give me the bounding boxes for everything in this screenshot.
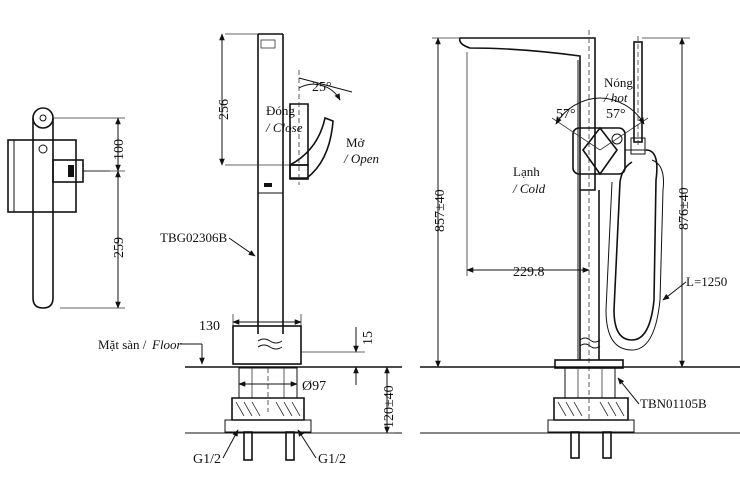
thread-left-label: G1/2 — [193, 452, 221, 467]
dim-label-130: 130 — [199, 319, 220, 334]
base-cover — [232, 325, 302, 365]
cold-label-vi: Lạnh — [513, 164, 540, 179]
spout — [458, 37, 596, 191]
dim-label-857: 857±40 — [433, 189, 448, 232]
cold-label-en: / Cold — [512, 181, 546, 196]
handle-knob — [32, 107, 54, 129]
dim-label-reach: 229.8 — [513, 265, 545, 280]
side-pipe-left — [570, 431, 580, 459]
open-label-en: / Open — [343, 151, 379, 166]
left-side-view: 100 259 — [7, 107, 127, 309]
lever-open — [289, 116, 334, 179]
faucet-column — [257, 33, 284, 334]
open-label-vi: Mở — [346, 135, 366, 150]
dim-label-depth: 120±40 — [382, 385, 397, 428]
dim-label-259: 259 — [112, 237, 127, 258]
side-mounting-flange — [553, 397, 629, 421]
thread-right-label: G1/2 — [318, 452, 346, 467]
close-label-en: / Close — [265, 120, 303, 135]
floor-label-vi: Mặt sàn / — [98, 337, 147, 352]
pipe-right — [285, 431, 295, 461]
dim-label-15: 15 — [361, 331, 376, 345]
floor-label-en: Floor — [151, 337, 183, 352]
diamond-handle — [582, 126, 618, 176]
pipe-left — [243, 431, 253, 461]
angle-25-label: 25° — [312, 80, 332, 95]
hot-label-en: / hot — [603, 90, 628, 105]
dim-label-diameter: Ø97 — [302, 379, 326, 394]
base-code-label: TBN01105B — [640, 396, 707, 411]
shower-hose — [613, 149, 658, 341]
side-view: 57° 57° Nóng / hot Lạnh / Cold L=1250 22… — [420, 30, 740, 459]
handle-stem — [32, 118, 54, 309]
front-view: 25° 256 Đóng / Close Mở / Open TBG02306B… — [98, 33, 402, 467]
model-code-label: TBG02306B — [160, 230, 228, 245]
hose-length-label: L=1250 — [686, 274, 727, 289]
side-pipe-right — [602, 431, 612, 459]
side-column — [579, 190, 600, 360]
hot-label-vi: Nóng — [604, 75, 633, 90]
close-label-vi: Đóng — [266, 103, 295, 118]
angle-left-label: 57° — [556, 107, 576, 122]
dim-label-876: 876±40 — [677, 187, 692, 230]
dim-label-256: 256 — [217, 99, 232, 120]
angle-right-label: 57° — [606, 107, 626, 122]
side-embedded-body — [564, 367, 616, 399]
wall-plate — [7, 139, 77, 213]
dim-label-100: 100 — [112, 139, 127, 160]
